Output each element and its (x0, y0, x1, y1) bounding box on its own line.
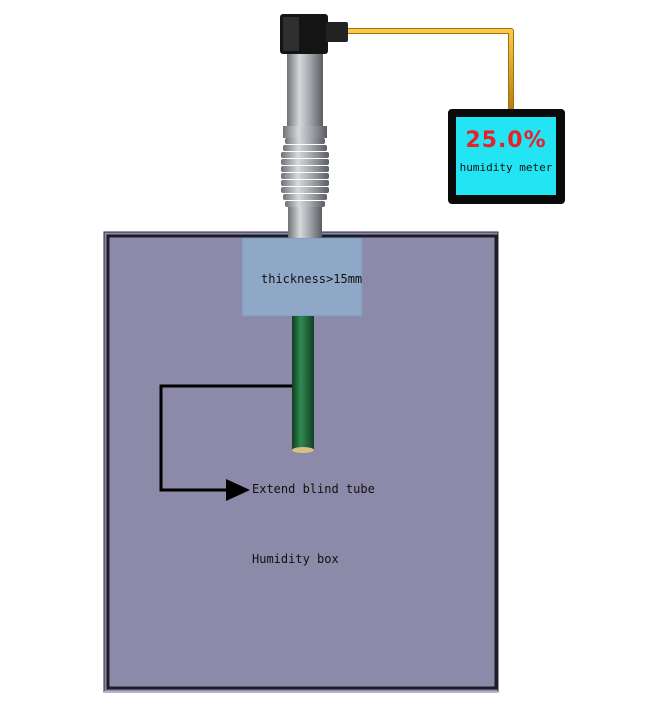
thickness-window (241, 237, 363, 317)
sensor-connector-head (280, 14, 348, 54)
sensor-shaft (283, 54, 327, 140)
sensor-bellows (281, 138, 329, 207)
humidity-meter (448, 109, 565, 204)
humidity-box-label: Humidity box (252, 552, 339, 566)
blind-tube (292, 316, 314, 453)
extend-tube-label: Extend blind tube (252, 482, 375, 496)
thickness-label: thickness>15mm (261, 272, 363, 286)
signal-cable (344, 28, 514, 110)
extend-tube-arrow (159, 384, 292, 501)
sensor-stub (288, 207, 322, 238)
meter-reading: 25.0% (465, 128, 547, 153)
meter-caption: humidity meter (459, 161, 553, 174)
